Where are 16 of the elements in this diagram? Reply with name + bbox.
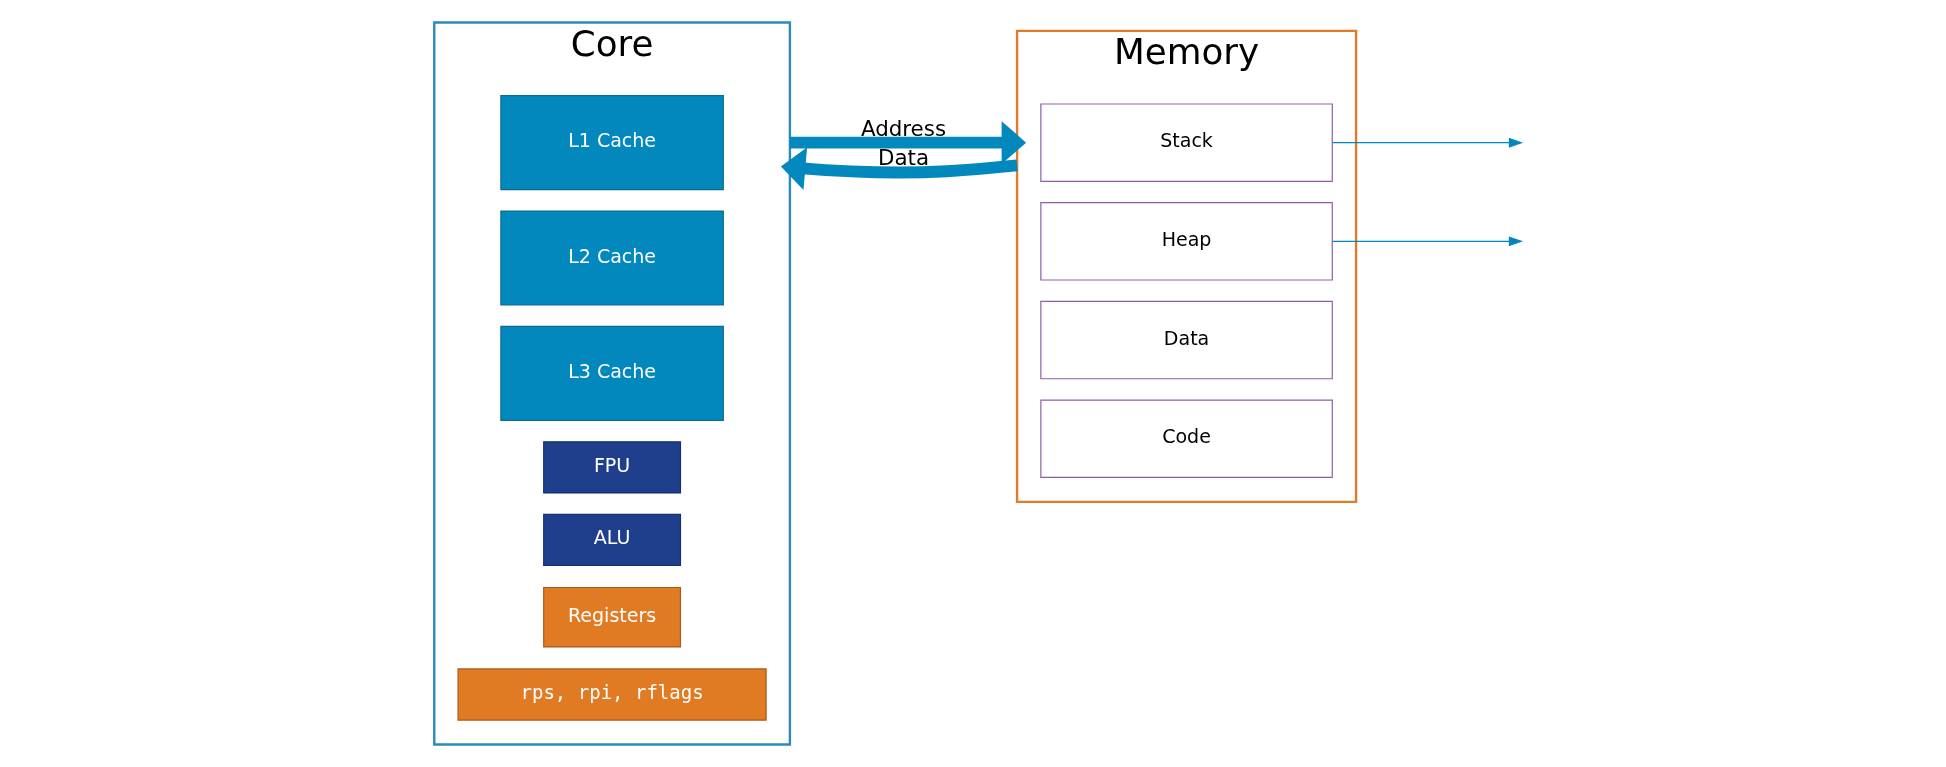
node-box: Registers (542, 586, 681, 648)
node-box: rps, rpi, rflags (456, 668, 767, 721)
node-box: Stack (1039, 103, 1333, 182)
node-box: ALU (542, 513, 681, 567)
node-box: Data (1039, 300, 1333, 380)
node-box: L2 Cache (499, 210, 724, 306)
arrow (1331, 236, 1523, 247)
node-box: L1 Cache (499, 95, 724, 191)
node-box: Heap (1039, 202, 1333, 281)
edge-label: Data (877, 144, 929, 170)
node-box: Code (1039, 399, 1333, 479)
edge-label: Address (860, 115, 946, 141)
arrow (780, 147, 1018, 190)
node-box: FPU (542, 441, 681, 494)
arrow (1331, 137, 1523, 148)
node-box: L3 Cache (499, 325, 724, 421)
